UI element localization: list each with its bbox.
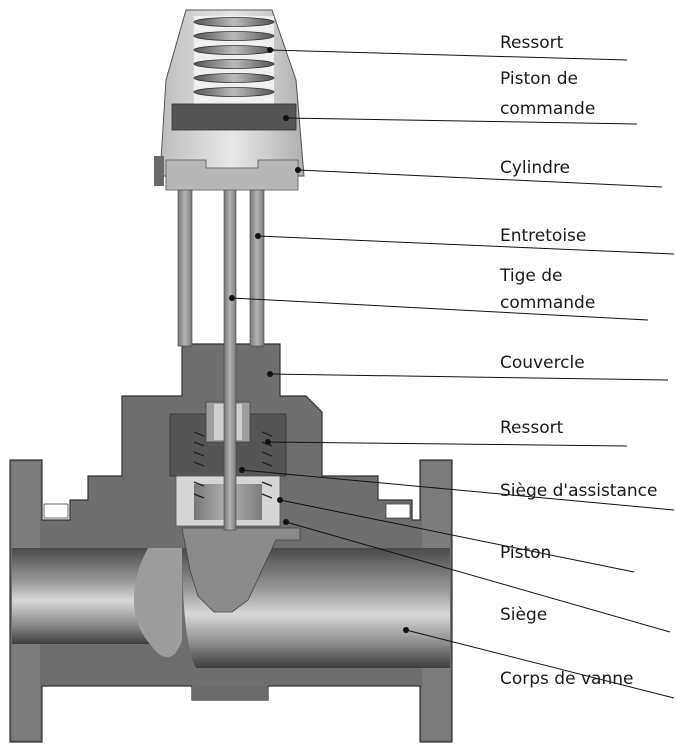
leader-siege-assistance <box>241 469 675 511</box>
actuator-cap <box>154 9 305 191</box>
label-couvercle: Couvercle <box>500 353 585 373</box>
leader-cylindre <box>297 169 663 188</box>
label-siege: Siège <box>500 605 547 625</box>
label-tige-commande-line1: Tige de <box>499 266 563 286</box>
label-piston-commande-line2: commande <box>500 99 595 119</box>
leader-tige-commande <box>231 297 649 321</box>
leader-piston-commande <box>285 117 638 125</box>
leader-piston <box>279 499 635 573</box>
label-tige-commande-line2: commande <box>500 293 595 313</box>
leader-lines <box>231 49 675 699</box>
leader-ressort-top <box>269 49 628 61</box>
label-piston: Piston <box>500 543 551 563</box>
label-siege-assistance: Siège d'assistance <box>500 481 657 501</box>
leader-ressort-bottom <box>267 441 628 447</box>
columns <box>177 189 265 347</box>
leader-corps-vanne <box>405 629 675 699</box>
label-ressort-top: Ressort <box>500 33 564 53</box>
label-corps-vanne: Corps de vanne <box>500 669 633 689</box>
leader-couvercle <box>269 373 669 381</box>
label-cylindre: Cylindre <box>500 158 570 178</box>
label-piston-commande-line1: Piston de <box>500 69 578 89</box>
leader-entretoise <box>257 235 675 255</box>
leader-dots <box>229 47 409 633</box>
label-entretoise: Entretoise <box>500 226 586 246</box>
valve-body <box>9 343 453 743</box>
labels: Ressort Piston de commande Cylindre Entr… <box>499 33 657 689</box>
label-ressort-bottom: Ressort <box>500 418 564 438</box>
leader-siege <box>285 521 671 633</box>
